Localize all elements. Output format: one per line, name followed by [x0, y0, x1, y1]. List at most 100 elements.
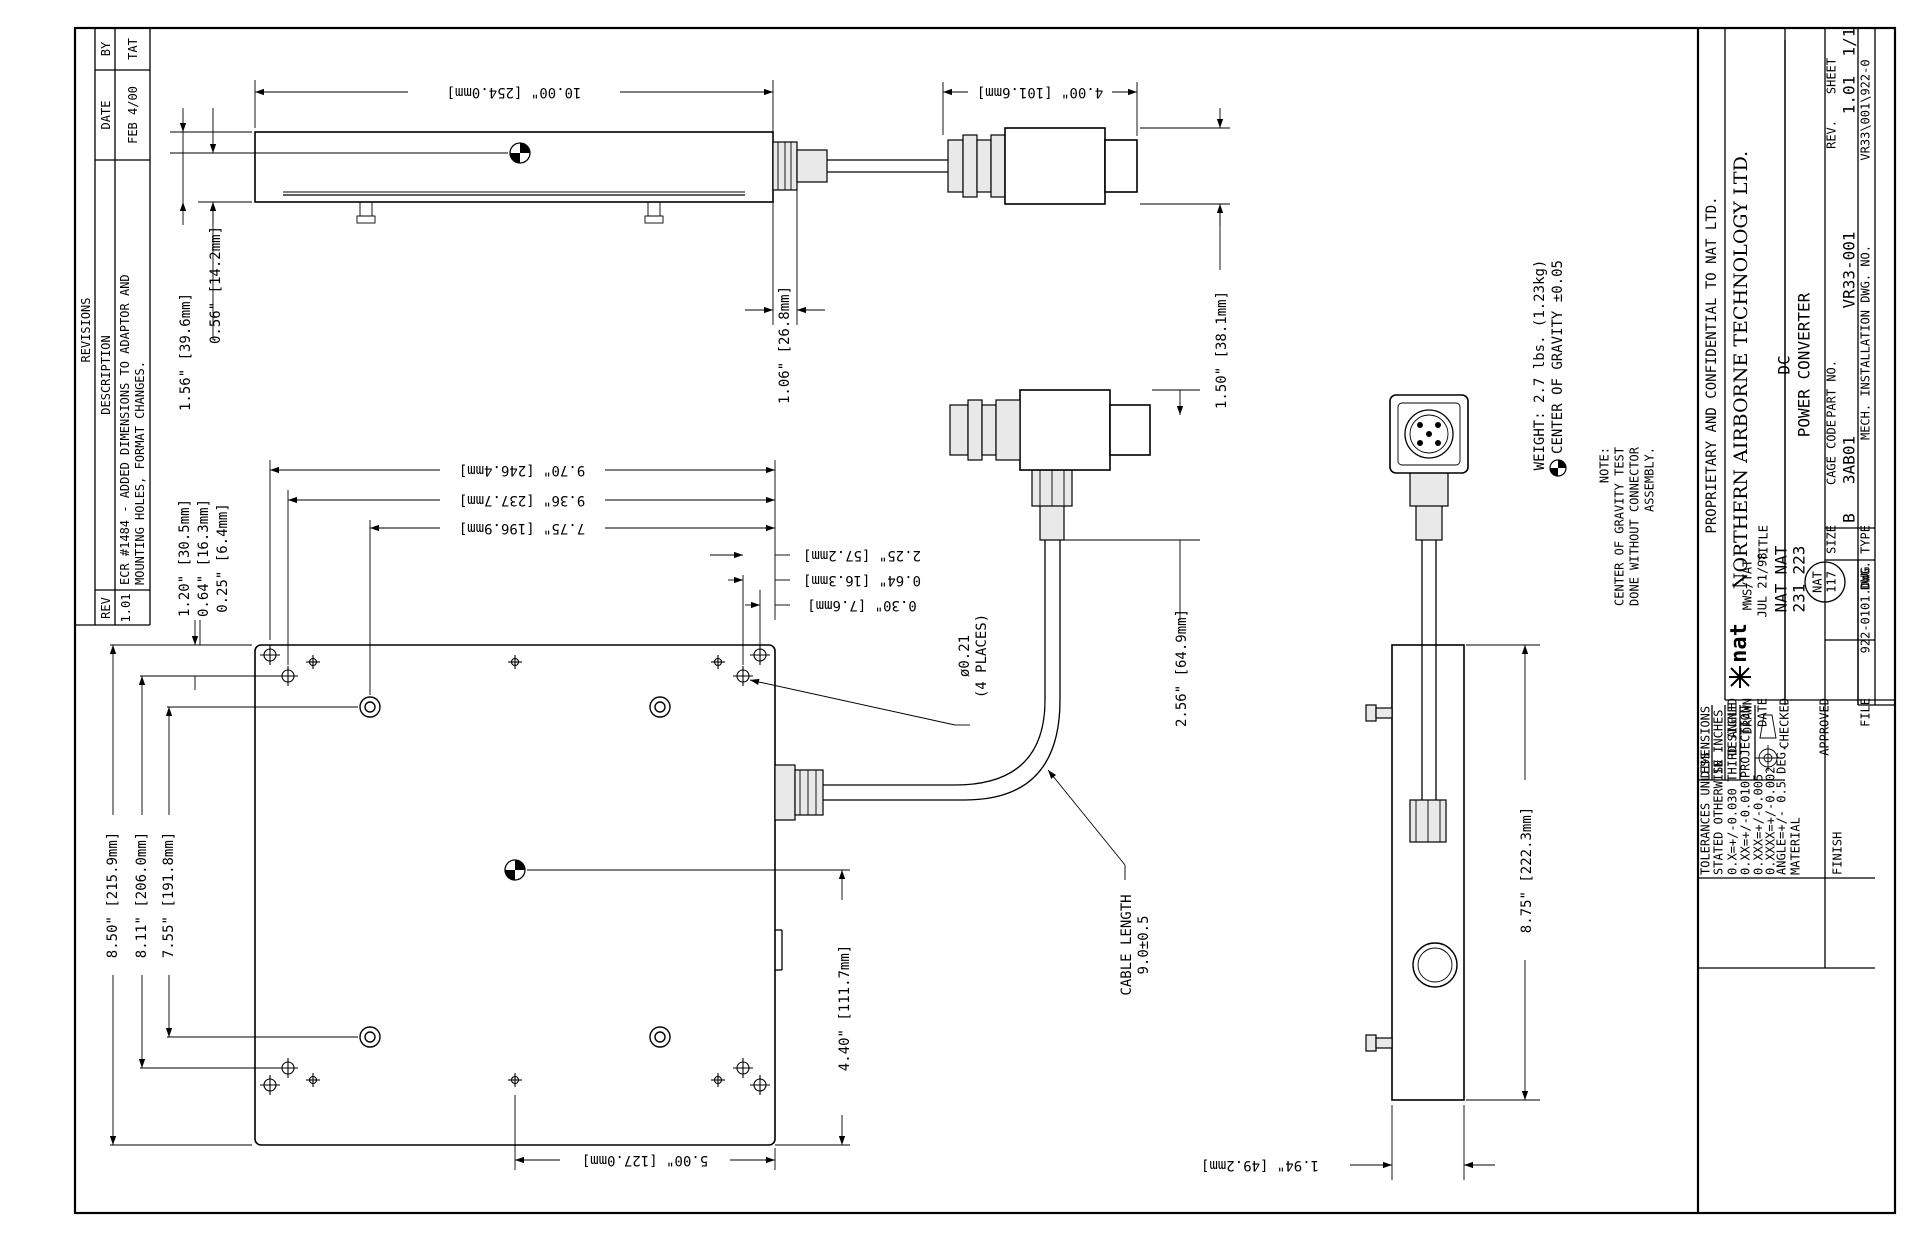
tolerance-line-4: 0.XX=+/-0.010 — [1739, 781, 1753, 875]
dim-cg-height: 0.56" [14.2mm] — [208, 226, 224, 344]
dim-length-10in: 10.00" [254.0mm] — [447, 84, 582, 100]
checked-label: CHECKED — [1778, 698, 1792, 749]
drawing-border — [73, 26, 1897, 1215]
revision-entry-description-2: MOUNTING HOLES, FORMAT CHANGES. — [133, 361, 147, 585]
file-label: FILE — [1859, 698, 1873, 727]
revisions-block: REVISIONS REV DESCRIPTION DATE BY 1.01 E… — [75, 28, 151, 626]
revisions-col-by: BY — [99, 41, 113, 56]
approved-label: APPROVED — [1818, 698, 1832, 756]
dim-body-height: 1.56" [39.6mm] — [178, 293, 194, 411]
tolerance-line-7: ANGLE=+/- 0.5 DEG. — [1775, 745, 1789, 875]
stamp-a-line-2: 231 — [1790, 584, 1809, 613]
plan-view: 9.70" [246.4mm] 9.36" [237.7mm] 7.75" [1… — [105, 389, 1200, 1170]
hole-callout-diameter: ø0.21 — [957, 635, 973, 677]
dwg-type-label: DWG. TYPE — [1859, 525, 1873, 590]
dimensions-line-1: DIMENSIONS — [1699, 706, 1713, 778]
dim-body-850: 8.50" [215.9mm] — [105, 832, 121, 958]
stamp-b-line-1: NAT — [1772, 545, 1791, 574]
title-line-1: DC — [1775, 355, 1794, 374]
dim-vert-120: 1.20" [30.5mm] — [177, 499, 193, 617]
title-label: TITLE — [1757, 525, 1771, 561]
tolerance-line-5: 0.XXX=+/-0.005 — [1752, 774, 1766, 875]
note-heading: NOTE: — [1598, 447, 1612, 483]
third-angle-projection-icon — [1755, 714, 1781, 771]
proprietary-notice: PROPRIETARY AND CONFIDENTIAL TO NAT LTD. — [1704, 196, 1720, 533]
stamp-b-line-2: 223 — [1790, 546, 1809, 575]
dim-holes-811: 8.11" [206.0mm] — [134, 832, 150, 958]
cage-code-value: 3AB01 — [1840, 436, 1859, 484]
dim-connector-diameter: 1.50" [38.1mm] — [1214, 291, 1230, 409]
sheet-value: 1/1 — [1840, 28, 1859, 57]
dimensions-line-2: IN INCHES — [1712, 709, 1726, 774]
revision-entry-by: TAT — [126, 38, 140, 60]
cable-length-label: CABLE LENGTH — [1119, 894, 1135, 995]
designed-value: - — [1726, 581, 1740, 588]
finish-label: FINISH — [1831, 832, 1845, 875]
dim-end-194: 1.94" [49.2mm] — [1201, 1157, 1319, 1173]
dwg-type-value: MECH. INSTALLATION — [1859, 310, 1873, 440]
note-line-2: DONE WITHOUT CONNECTOR — [1628, 446, 1642, 606]
size-label: SIZE — [1825, 525, 1839, 554]
converter-body-side — [254, 131, 774, 203]
dim-studs-755: 7.55" [191.8mm] — [161, 832, 177, 958]
tolerance-line-1: TOLERANCES UNLESS — [1699, 752, 1713, 875]
cg-tolerance-note: CENTER OF GRAVITY ±0.05 — [1550, 260, 1566, 454]
fan-opening — [1412, 942, 1458, 988]
tolerance-line-2: STATED OTHERWISE — [1712, 759, 1726, 875]
mounting-holes — [260, 645, 770, 1095]
cable-length-value: 9.0±0.5 — [1136, 915, 1152, 974]
projection-line-1: THIRD ANGLE — [1726, 702, 1740, 781]
nat-logo-icon — [1729, 666, 1751, 688]
dim-offset-225: 2.25" [57.2mm] — [803, 547, 921, 563]
note-line-3: ASSEMBLY. — [1643, 447, 1657, 512]
designed-label: DESIGNED — [1726, 698, 1740, 756]
approved-stamp — [1804, 561, 1846, 603]
company-name: NORTHERN AIRBORNE TECHNOLOGY LTD. — [1730, 151, 1752, 589]
converter-body-plan — [254, 644, 776, 1146]
hole-callout-places: (4 PLACES) — [974, 614, 990, 698]
dim-offset-064: 0.64" [16.3mm] — [803, 572, 921, 588]
title-block: PROPRIETARY AND CONFIDENTIAL TO NAT LTD.… — [1696, 28, 1896, 1213]
drawn-label: DRAWN — [1741, 698, 1755, 734]
revisions-col-description: DESCRIPTION — [99, 335, 113, 414]
drawn-value: MWS/TAT — [1741, 560, 1755, 611]
material-label: MATERIAL — [1789, 817, 1803, 875]
title-line-2: POWER CONVERTER — [1795, 292, 1814, 437]
date-value: JUL 21/98 — [1756, 552, 1770, 617]
part-number-label: PART NO. — [1825, 360, 1839, 418]
rev-label: REV. — [1825, 120, 1839, 149]
dim-cg-500: 5.00" [127.0mm] — [582, 1152, 708, 1168]
dim-connector-length: 4.00" [101.6mm] — [977, 84, 1103, 100]
converter-body-end — [1391, 644, 1465, 1101]
revisions-col-rev: REV — [99, 597, 113, 619]
dim-hole-span-970: 9.70" [246.4mm] — [459, 462, 585, 478]
dim-connector-256: 2.56" [64.9mm] — [1174, 609, 1190, 727]
dim-cg-440: 4.40" [111.7mm] — [837, 945, 853, 1071]
center-of-gravity-icon — [509, 142, 531, 164]
stamp-a-line-1: NAT — [1772, 583, 1791, 612]
revision-entry-date: FEB 4/00 — [126, 86, 140, 144]
sheet-label: SHEET — [1825, 58, 1839, 94]
top-view: 10.00" [254.0mm] 4.00" [101.6mm] 1.56" [… — [170, 80, 1230, 411]
file-value: 922-0101.DWG — [1859, 567, 1873, 654]
weight-note: WEIGHT: 2.7 lbs. (1.23kg) — [1532, 260, 1548, 471]
company-logo-text: nat — [1727, 623, 1752, 663]
rev-value: 1.01 — [1840, 76, 1859, 115]
end-view: 8.75" [222.3mm] 1.94" [49.2mm] — [1201, 394, 1540, 1180]
stamp-c-line-1: NAT — [1811, 571, 1825, 593]
dim-hole-span-936: 9.36" [237.7mm] — [459, 492, 585, 508]
center-of-gravity-icon — [504, 859, 526, 881]
cage-code-label: CAGE CODE — [1825, 420, 1839, 485]
note-line-1: CENTER OF GRAVITY TEST — [1613, 447, 1627, 606]
dim-vert-025: 0.25" [6.4mm] — [215, 503, 231, 613]
part-number-value: VR33-001 — [1840, 231, 1859, 308]
dim-gland-width: 1.06" [26.8mm] — [777, 286, 793, 404]
revisions-header: REVISIONS — [79, 297, 93, 362]
dim-vert-064: 0.64" [16.3mm] — [196, 499, 212, 617]
tolerance-line-6: 0.XXXX=+/-0.002 — [1764, 767, 1778, 875]
stamp-c-line-2: 117 — [1825, 571, 1839, 593]
dim-offset-030: 0.30" [7.6mm] — [807, 597, 917, 613]
revision-entry-description-1: ECR #1484 - ADDED DIMENSIONS TO ADAPTOR … — [118, 274, 132, 585]
date-label: DATE — [1756, 698, 1770, 727]
